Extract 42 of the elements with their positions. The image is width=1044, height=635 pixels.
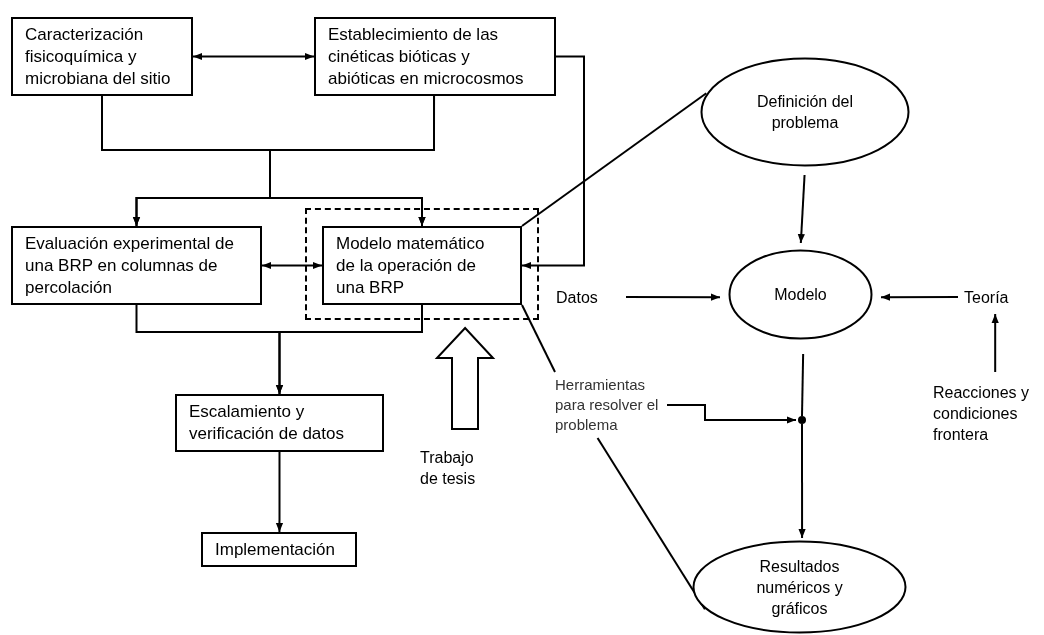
node-text: Escalamiento y verificación de datos [189, 401, 345, 445]
arrow [275, 304, 423, 395]
connector-line [596, 437, 706, 611]
arrow [797, 174, 806, 244]
node-text: Resultados numéricos y gráficos [755, 556, 844, 619]
process-ellipse [692, 540, 907, 634]
node-text: Definición del problema [755, 92, 855, 133]
node-text: Implementación [215, 538, 336, 561]
connector-line [521, 304, 556, 373]
arrow [269, 95, 436, 227]
arrow [521, 55, 585, 270]
node-text: Caracterización fisicoquímica y microbiana del sitio [25, 23, 172, 90]
process-box [314, 17, 556, 96]
arrow [261, 261, 323, 270]
process-ellipse [700, 57, 910, 167]
node-label: Trabajo de tesis [420, 444, 492, 492]
arrow [192, 52, 315, 61]
arrow [798, 423, 806, 539]
block-arrow [434, 326, 496, 430]
process-box [175, 394, 384, 452]
dashed-boundary-box [305, 208, 539, 320]
node-label: Datos [556, 286, 612, 308]
arrow [275, 451, 284, 533]
arrow [625, 293, 721, 301]
junction-dot [798, 416, 806, 424]
arrow [991, 313, 999, 373]
connector-line [801, 353, 805, 417]
process-box [11, 226, 262, 305]
node-label: Teoría [964, 286, 1024, 308]
arrow [666, 404, 797, 424]
arrow [880, 293, 959, 301]
process-box [201, 532, 357, 567]
node-text: Modelo [774, 285, 827, 305]
node-text: Evaluación experimental de una BRP en columnas de percolación [25, 232, 235, 299]
node-label: Herramientas para resolver el problema [555, 372, 667, 438]
node-text: Establecimiento de las cinéticas bióticas y abióticas en microcosmos [328, 23, 525, 90]
connector-line [521, 92, 708, 227]
node-label: Reacciones y condiciones frontera [933, 380, 1044, 446]
node-text: Modelo matemático de la operación de una BRP [336, 232, 486, 299]
process-ellipse [728, 249, 873, 340]
process-box [322, 226, 522, 305]
process-box [11, 17, 193, 96]
